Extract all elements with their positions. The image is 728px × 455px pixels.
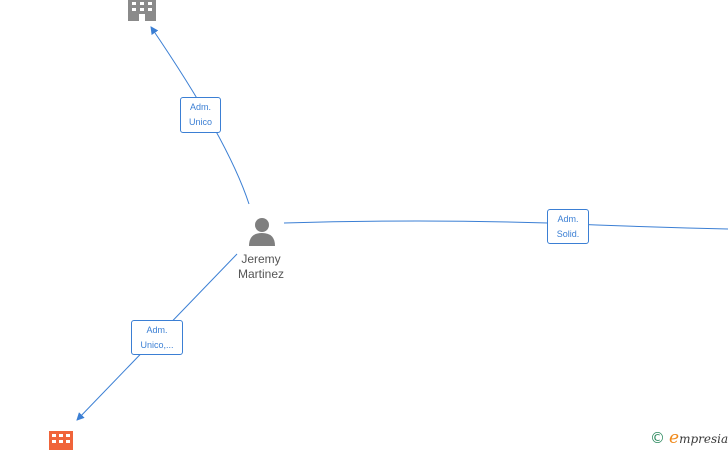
edge-label-line1: Adm. — [557, 214, 579, 224]
edge-line-company-right — [283, 220, 728, 230]
edge-label-line2: Unico — [188, 117, 212, 127]
person-node[interactable] — [246, 217, 278, 247]
company-node-top[interactable] — [127, 0, 159, 22]
edge-label-line2: Unico,... — [140, 340, 174, 350]
brand-initial: e — [669, 428, 680, 448]
edge-label-company-right[interactable]: Adm. Solid. — [547, 209, 589, 244]
person-name-label[interactable]: Jeremy Martinez — [220, 252, 302, 282]
person-first-name: Jeremy — [241, 252, 281, 266]
brand-name: mpresia — [679, 432, 728, 446]
person-last-name: Martinez — [237, 267, 284, 281]
company-node-bottom[interactable] — [48, 430, 74, 450]
edge-label-line1: Adm. — [189, 102, 211, 112]
edge-label-line2: Solid. — [556, 229, 580, 239]
edge-label-company-top[interactable]: Adm. Unico — [180, 97, 221, 133]
copyright-symbol: © — [650, 429, 665, 447]
person-icon — [249, 218, 275, 246]
building-icon — [49, 431, 73, 450]
empresia-watermark: ©empresia — [650, 428, 728, 448]
building-icon — [128, 0, 156, 21]
edge-label-line1: Adm. — [146, 325, 168, 335]
edge-label-company-bottom[interactable]: Adm. Unico,... — [131, 320, 183, 355]
